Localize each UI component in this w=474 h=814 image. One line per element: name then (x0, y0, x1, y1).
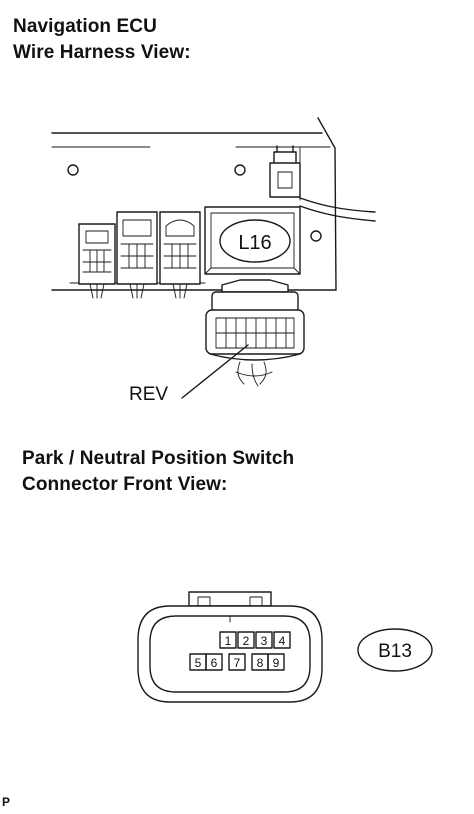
b13-pin-box (255, 631, 273, 649)
l16-socket: L16 (204, 206, 301, 275)
b13-pin-label: 7 (234, 656, 241, 670)
ecu-connector-1 (78, 223, 116, 299)
ecu-view-title-line-2: Wire Harness View: (13, 42, 191, 63)
switch-view-title: Park / Neutral Position Switch Connector… (22, 446, 294, 498)
b13-pin-label: 5 (195, 656, 202, 670)
b13-pin-box (273, 631, 291, 649)
b13-pin-box (267, 653, 285, 671)
b13-pin-label: 6 (211, 656, 218, 670)
switch-view-title-line-1: Park / Neutral Position Switch (22, 448, 295, 469)
rev-label: REV (129, 384, 168, 405)
l16-connector-code: L16 (238, 232, 271, 254)
b13-bottom-pins: 5 6 7 8 9 (189, 653, 285, 671)
ecu-view-title: Navigation ECU Wire Harness View: (13, 14, 191, 66)
ecu-connector-2 (116, 211, 158, 299)
b13-top-pins: 1 2 3 4 (219, 631, 291, 649)
b13-code-callout: B13 (357, 628, 433, 672)
rev-callout: REV (129, 344, 249, 405)
ecu-connector-3 (159, 211, 201, 299)
b13-pin-label: 9 (273, 656, 280, 670)
small-top-connector (269, 145, 376, 222)
b13-pin-label: 1 (225, 634, 232, 648)
b13-pin-box (205, 653, 223, 671)
b13-pin-box (219, 631, 237, 649)
b13-connector-code: B13 (378, 641, 412, 662)
ecu-view-title-line-1: Navigation ECU (13, 16, 157, 37)
b13-pin-label: 2 (243, 634, 250, 648)
b13-pin-label: 3 (261, 634, 268, 648)
b13-code-oval (357, 628, 433, 672)
b13-pin-box (228, 653, 246, 671)
l16-code-oval (219, 219, 291, 263)
b13-connector: 1 2 3 4 5 6 7 8 9 (137, 591, 323, 703)
b13-pin-label: 8 (257, 656, 264, 670)
footer-code: P (2, 795, 11, 809)
b13-pin-box (237, 631, 255, 649)
rev-harness-connector (205, 279, 305, 387)
rev-pointer-line (181, 344, 249, 399)
b13-pin-label: 4 (279, 634, 286, 648)
switch-view-title-line-2: Connector Front View: (22, 474, 228, 495)
